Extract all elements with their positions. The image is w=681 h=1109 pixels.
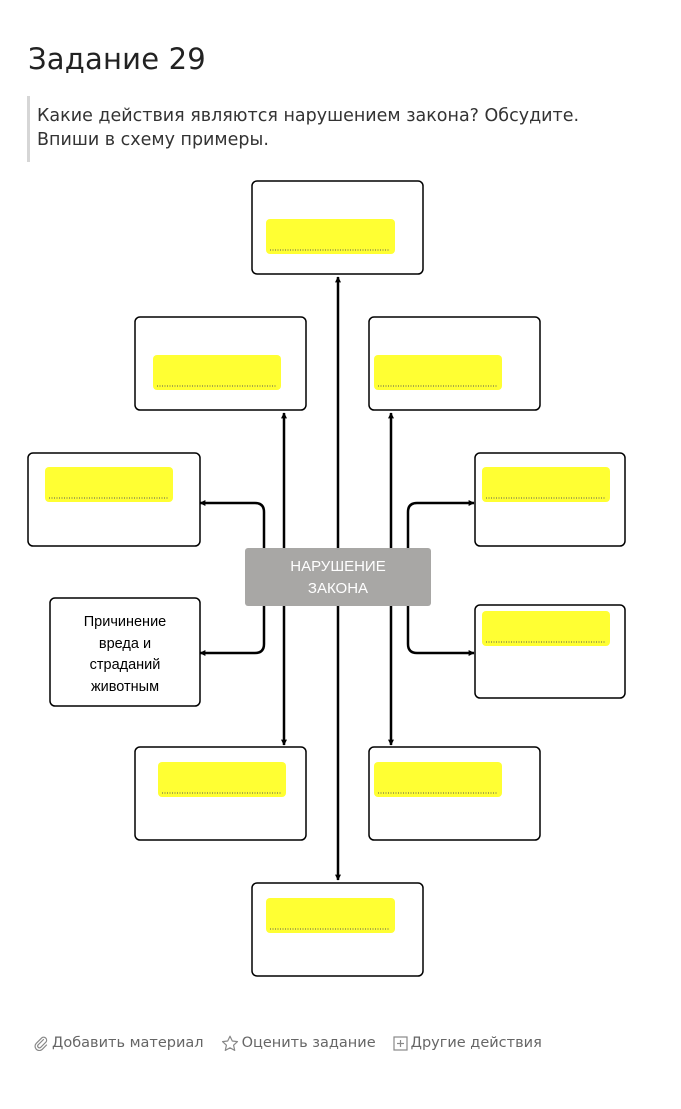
example-box <box>49 597 201 707</box>
task-actions: Добавить материал Оценить задание Другие… <box>33 1031 559 1055</box>
other-actions-button[interactable]: Другие действия <box>393 1035 542 1051</box>
center-label-line-2: ЗАКОНА <box>308 580 368 597</box>
add-material-label: Добавить материал <box>52 1035 204 1051</box>
question-line-2: Впиши в схему примеры. <box>37 130 269 150</box>
task-title: Задание 29 <box>28 42 206 76</box>
center-box <box>245 548 431 606</box>
answer-field-top[interactable] <box>266 219 395 254</box>
other-actions-label: Другие действия <box>410 1035 542 1051</box>
example-line-3: страданий <box>90 657 161 673</box>
example-line-2: вреда и <box>99 636 151 652</box>
arrow-left-lower <box>199 606 266 656</box>
answer-field-bottom-left[interactable] <box>158 762 286 797</box>
task-question: Какие действия являются нарушением закон… <box>27 96 647 162</box>
star-icon <box>221 1035 238 1051</box>
arrow-left-upper <box>199 500 266 548</box>
example-line-4: животным <box>91 679 159 695</box>
connector-arrows <box>199 276 475 881</box>
arrow-right-upper <box>406 500 475 548</box>
answer-field-middle-right[interactable] <box>482 467 610 502</box>
rate-task-button[interactable]: Оценить задание <box>221 1035 376 1052</box>
law-violation-diagram: НАРУШЕНИЕ ЗАКОНА Причинение вреда и стра… <box>27 180 626 977</box>
example-line-1: Причинение <box>84 614 166 630</box>
answer-field-lower-right[interactable] <box>482 611 610 646</box>
answer-field-bottom[interactable] <box>266 898 395 933</box>
answer-field-upper-left[interactable] <box>153 355 281 390</box>
answer-field-middle-left[interactable] <box>45 467 173 502</box>
answer-field-bottom-right[interactable] <box>374 762 502 797</box>
plus-square-icon <box>393 1035 408 1051</box>
answer-fields <box>45 219 610 933</box>
question-line-1: Какие действия являются нарушением закон… <box>37 106 580 126</box>
arrow-right-lower <box>406 606 475 656</box>
answer-field-upper-right[interactable] <box>374 355 502 390</box>
paperclip-icon <box>34 1036 48 1051</box>
add-material-button[interactable]: Добавить материал <box>33 1035 204 1051</box>
center-label-line-1: НАРУШЕНИЕ <box>290 558 385 575</box>
rate-task-label: Оценить задание <box>241 1035 376 1051</box>
